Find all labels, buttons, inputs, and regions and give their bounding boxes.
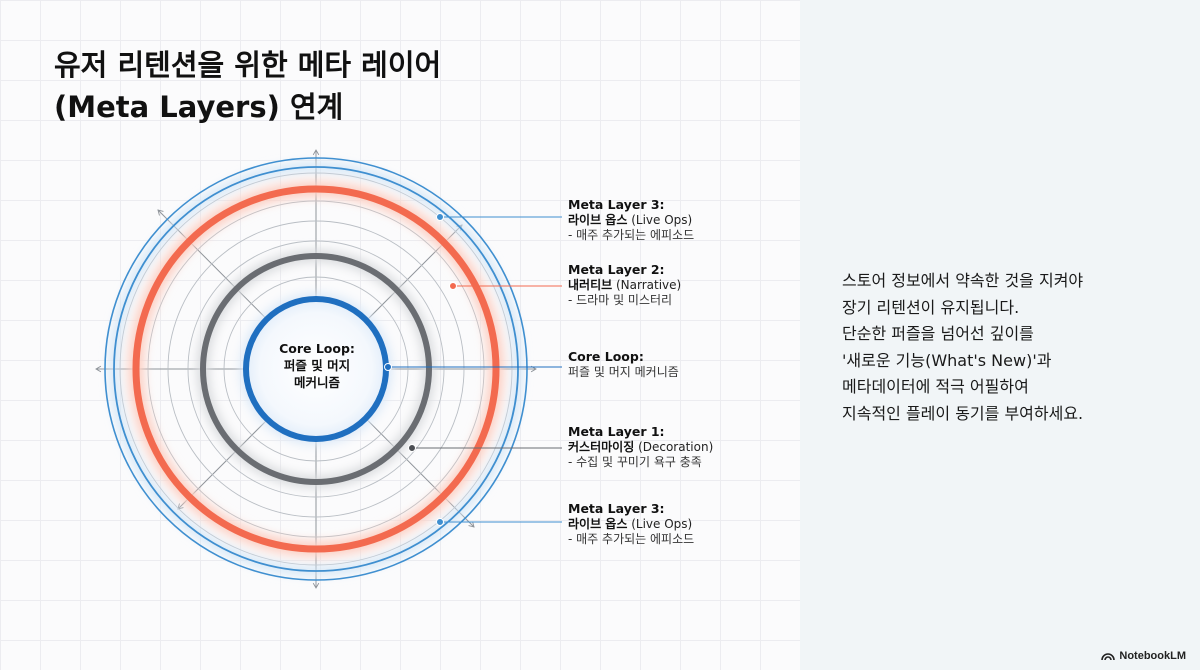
side-text-line4: '새로운 기능(What's New)'과 xyxy=(842,350,1052,370)
side-panel xyxy=(800,0,1200,670)
callout-name: 라이브 옵스 (Live Ops) xyxy=(568,212,693,227)
side-text-line2: 장기 리텐션이 유지됩니다. xyxy=(842,297,1020,317)
guide-rings xyxy=(119,172,513,566)
dot-decoration xyxy=(408,444,416,452)
dot-live-ops-top xyxy=(436,213,444,221)
notebooklm-brand: NotebookLM xyxy=(1101,650,1186,662)
callout-description: - 매주 추가되는 에피소드 xyxy=(568,532,695,546)
callout-heading: Meta Layer 1: xyxy=(568,424,665,439)
core-loop-label-line3: 메커니즘 xyxy=(293,375,340,390)
meta-layers-diagram xyxy=(95,149,562,589)
callout-decoration: Meta Layer 1: 커스터마이징 (Decoration) - 수집 및… xyxy=(568,424,788,471)
callout-live-ops-top: Meta Layer 3: 라이브 옵스 (Live Ops) - 매주 추가되… xyxy=(568,197,788,244)
core-loop-label: Core Loop: 퍼즐 및 머지 메커니즘 xyxy=(252,340,382,391)
callout-live-ops-bottom: Meta Layer 3: 라이브 옵스 (Live Ops) - 매주 추가되… xyxy=(568,501,788,548)
callout-connectors xyxy=(388,216,562,523)
ring-layer3 xyxy=(104,157,528,581)
callout-heading: Meta Layer 2: xyxy=(568,262,665,277)
callout-name: 내러티브 (Narrative) xyxy=(568,277,682,292)
dot-live-ops-bottom xyxy=(436,518,444,526)
page-title-line1: 유저 리텐션을 위한 메타 레이어 xyxy=(54,48,442,82)
callout-core-loop: Core Loop: 퍼즐 및 머지 메커니즘 xyxy=(568,349,788,380)
callout-heading: Meta Layer 3: xyxy=(568,501,665,516)
page-title: 유저 리텐션을 위한 메타 레이어 (Meta Layers) 연계 xyxy=(54,44,574,128)
brand-label: NotebookLM xyxy=(1119,650,1186,662)
side-text-line5: 메타데이터에 적극 어필하여 xyxy=(842,377,1029,396)
callout-description: - 수집 및 꾸미기 욕구 충족 xyxy=(568,455,702,469)
notebooklm-logo-icon xyxy=(1101,653,1116,661)
callout-narrative: Meta Layer 2: 내러티브 (Narrative) - 드라마 및 미… xyxy=(568,262,788,309)
ring-layer2 xyxy=(128,181,504,557)
side-text-line1: 스토어 정보에서 약속한 것을 지켜야 xyxy=(842,271,1084,290)
dot-core xyxy=(384,363,392,371)
callout-description: - 드라마 및 미스터리 xyxy=(568,293,673,307)
ring-layer1 xyxy=(197,250,435,488)
core-loop-label-line2: 퍼즐 및 머지 xyxy=(283,358,351,373)
dot-narrative xyxy=(449,282,457,290)
callout-name: 라이브 옵스 (Live Ops) xyxy=(568,516,693,531)
page-title-line2: (Meta Layers) 연계 xyxy=(54,90,344,124)
callout-description: 퍼즐 및 머지 메커니즘 xyxy=(568,364,679,379)
side-text-line6: 지속적인 플레이 동기를 부여하세요. xyxy=(842,403,1084,423)
core-loop-label-line1: Core Loop: xyxy=(279,341,355,356)
callout-dots xyxy=(384,213,457,526)
callout-description: - 매주 추가되는 에피소드 xyxy=(568,228,695,242)
side-text-line3: 단순한 퍼즐을 넘어선 깊이를 xyxy=(842,324,1034,343)
callout-heading: Core Loop: xyxy=(568,349,644,364)
side-summary-text: 스토어 정보에서 약속한 것을 지켜야 장기 리텐션이 유지됩니다. 단순한 퍼… xyxy=(842,268,1182,427)
callout-name: 커스터마이징 (Decoration) xyxy=(568,439,714,454)
callout-heading: Meta Layer 3: xyxy=(568,197,665,212)
